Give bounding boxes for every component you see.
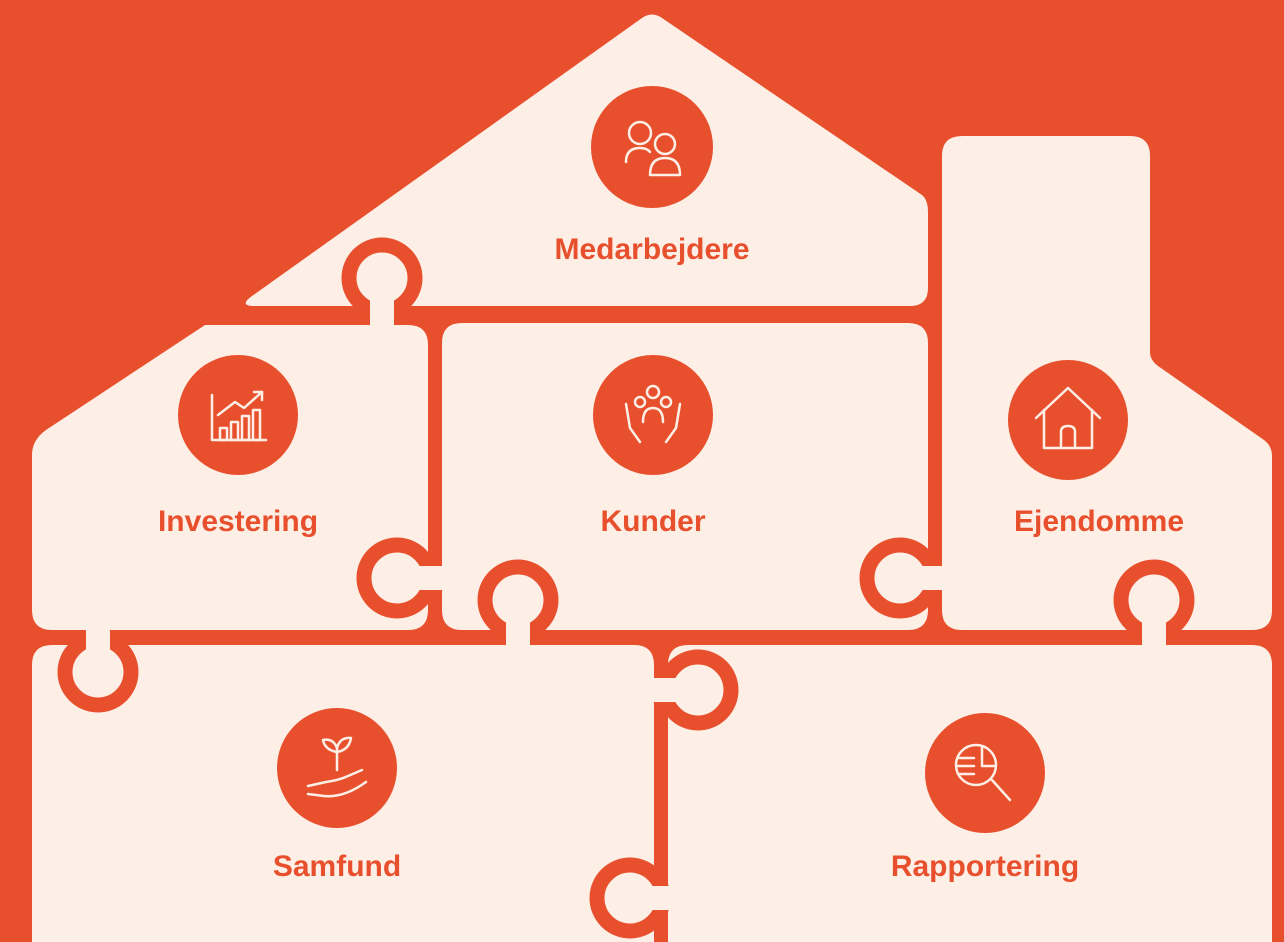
icon-circle <box>593 355 713 475</box>
piece-medarbejdere <box>245 14 928 306</box>
connector-neck <box>86 620 110 660</box>
icon-circle <box>591 86 713 208</box>
hands-holding-people-icon <box>624 384 682 444</box>
connector-neck <box>644 886 678 910</box>
piece-label-rapportering: Rapportering <box>891 850 1079 883</box>
connector-neck <box>912 566 952 590</box>
node-medarbejdere: Medarbejdere <box>554 86 750 266</box>
piece-investering <box>32 325 428 630</box>
piece-label-medarbejdere: Medarbejdere <box>554 233 749 266</box>
piece-label-kunder: Kunder <box>601 505 706 538</box>
growth-chart-icon <box>210 390 268 442</box>
report-magnifier-icon <box>954 743 1012 802</box>
piece-label-samfund: Samfund <box>273 850 401 883</box>
connector-neck <box>1142 618 1166 658</box>
piece-kunder-shape <box>442 323 928 630</box>
icon-circle <box>1008 360 1128 480</box>
node-kunder: Kunder <box>593 355 713 538</box>
piece-medarbejdere-shape <box>245 14 928 306</box>
connector-neck <box>410 566 450 590</box>
icon-circle <box>178 355 298 475</box>
connector-neck <box>506 618 530 658</box>
piece-label-ejendomme: Ejendomme <box>1014 505 1184 538</box>
connector-necks <box>86 296 1166 910</box>
node-ejendomme: Ejendomme <box>1008 360 1184 538</box>
people-icon <box>624 120 682 177</box>
icon-circle <box>925 713 1045 833</box>
plant-in-hand-icon <box>306 736 368 798</box>
node-samfund: Samfund <box>273 708 401 883</box>
piece-label-investering: Investering <box>158 505 318 538</box>
house-icon <box>1034 386 1102 450</box>
node-rapportering: Rapportering <box>891 713 1079 883</box>
node-investering: Investering <box>158 355 318 538</box>
piece-kunder <box>442 323 928 630</box>
piece-investering-shape <box>32 325 428 630</box>
connector-neck <box>654 678 684 702</box>
connector-neck <box>370 296 394 336</box>
